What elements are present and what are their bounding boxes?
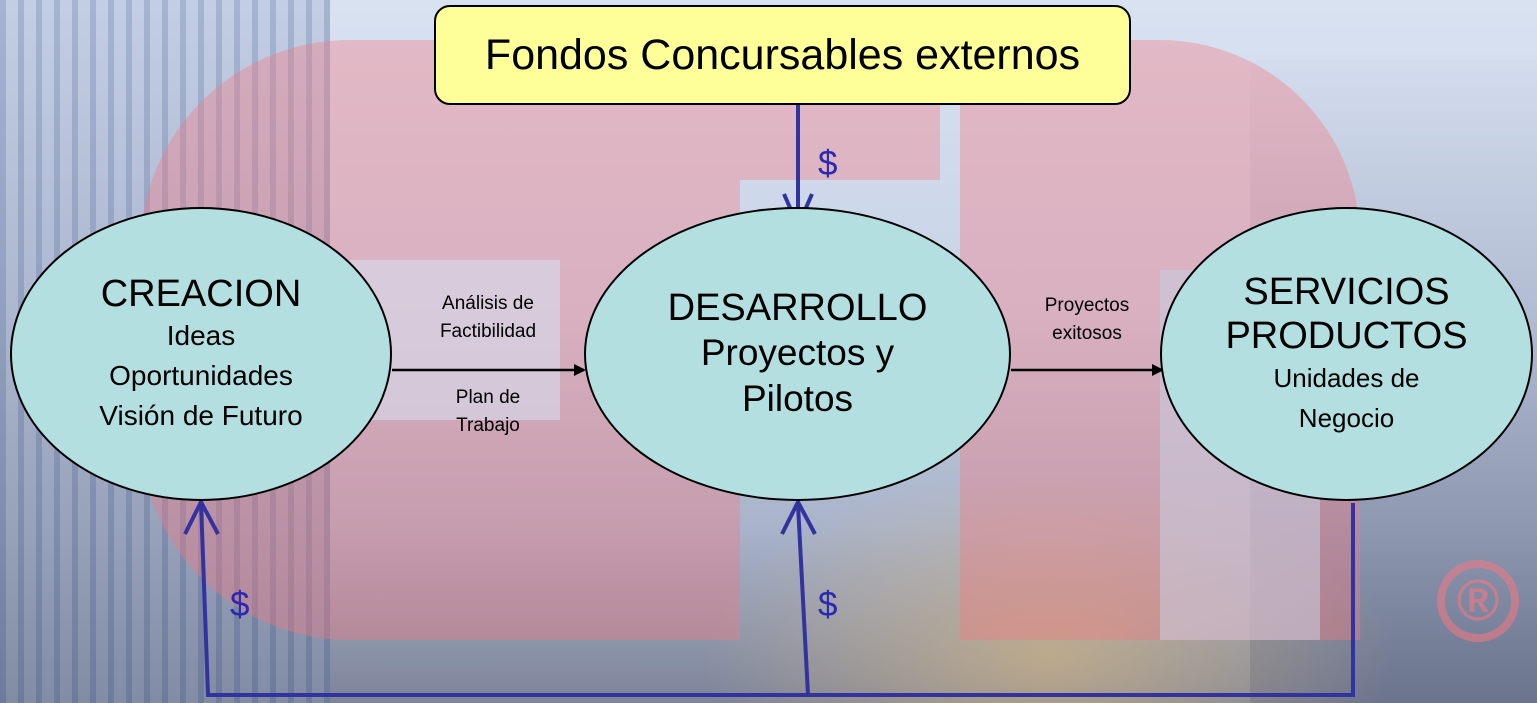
external-funds-label: Fondos Concursables externos <box>484 30 1081 79</box>
node-servicios-line-1: Unidades de <box>1273 363 1420 393</box>
node-servicios: SERVICIOS PRODUCTOS Unidades de Negocio <box>1160 207 1533 501</box>
edge-label-successful-projects-line-1: Proyectos <box>1044 295 1130 316</box>
node-servicios-title-2: PRODUCTOS <box>1225 315 1468 357</box>
node-creacion-title: CREACION <box>100 273 302 315</box>
registered-mark-icon: ® <box>1437 560 1519 642</box>
edge-label-successful-projects-line-2: exitosos <box>1052 323 1122 344</box>
node-desarrollo-title: DESARROLLO <box>667 287 928 329</box>
edge-label-feasibility-line-2: Factibilidad <box>439 321 537 342</box>
edge-label-workplan: Plan de Trabajo <box>418 384 558 440</box>
node-creacion-line-3: Visión de Futuro <box>99 400 303 431</box>
funding-feedback-loop <box>183 497 1355 697</box>
node-creacion: CREACION Ideas Oportunidades Visión de F… <box>10 207 392 501</box>
node-desarrollo: DESARROLLO Proyectos y Pilotos <box>584 207 1011 501</box>
node-creacion-line-1: Ideas <box>166 320 236 351</box>
money-label-left: $ <box>230 585 250 624</box>
edge-label-workplan-line-2: Trabajo <box>456 415 520 436</box>
edge-label-successful-projects: Proyectos exitosos <box>1022 292 1152 348</box>
node-servicios-title-1: SERVICIOS <box>1243 271 1450 313</box>
node-desarrollo-line-1: Proyectos y <box>700 332 895 373</box>
edge-label-feasibility-line-1: Análisis de <box>442 293 534 314</box>
edge-label-workplan-line-1: Plan de <box>455 387 521 408</box>
edge-label-feasibility: Análisis de Factibilidad <box>408 290 568 346</box>
node-desarrollo-line-2: Pilotos <box>741 378 854 419</box>
node-creacion-line-2: Oportunidades <box>109 360 293 391</box>
money-label-top: $ <box>818 144 838 183</box>
node-servicios-line-2: Negocio <box>1298 403 1395 433</box>
external-funds-box: Fondos Concursables externos <box>434 5 1131 105</box>
money-label-middle: $ <box>818 585 838 624</box>
